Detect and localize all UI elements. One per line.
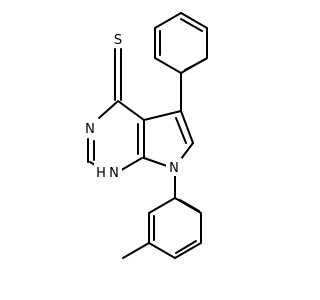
phenyl-bond-1-inner [184,58,207,71]
nitrogen-n1-label: N [109,166,119,181]
nitrogen-n3-label: N [85,122,95,137]
tolyl-bond-3-inner [175,240,197,254]
tolyl-ring [122,172,202,259]
bond-c6-n7 [180,142,194,160]
bond-c4a-c4 [117,100,145,121]
bond-c5-c6-b [175,117,187,144]
bond-n7-c7a [143,157,168,167]
pyrrole-ring [143,110,194,167]
bond-c4a-c5 [143,110,182,121]
phenyl-bond-3 [180,12,208,29]
phenyl-ring [154,12,208,112]
sulfur-atom-label: S [114,33,122,48]
pyrimidine-ring [87,48,145,173]
tolyl-bond-1-inner [179,199,200,212]
atom-labels: S N H N N [82,30,182,181]
bond-methyl [122,242,150,259]
tolyl-bond-6 [148,197,176,214]
bond-c4-n3 [98,101,118,119]
molecule-canvas: S N H N N [82,12,208,259]
tolyl-bond-3 [174,242,202,259]
bond-c5-c6-a [180,110,194,144]
molecule-structure: S N H N N [82,12,208,259]
hydrogen-h1-label: H [96,166,106,181]
nitrogen-n7-label: N [169,161,179,176]
tolyl-bond-4 [148,242,176,259]
phenyl-bond-6 [154,57,182,74]
phenyl-bond-4 [154,12,182,29]
phenyl-bond-3-inner [180,18,203,32]
